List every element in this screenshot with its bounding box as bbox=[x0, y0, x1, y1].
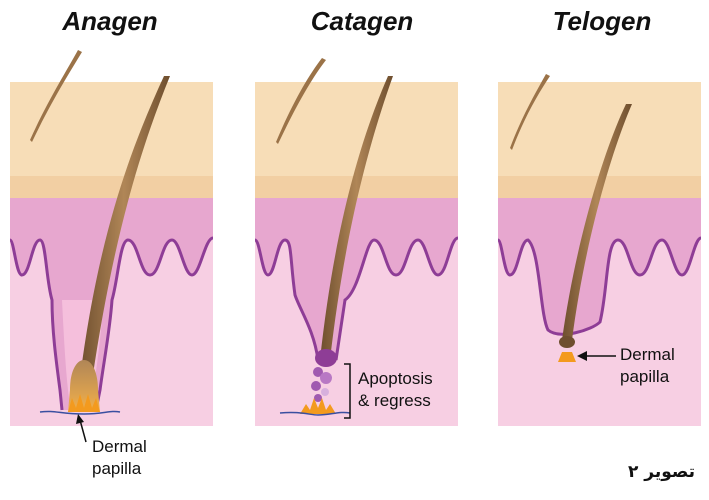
arrow-head-icon bbox=[577, 351, 587, 361]
dermal-papilla bbox=[300, 398, 336, 414]
stage-title-telogen: Telogen bbox=[552, 6, 652, 36]
surface-hair bbox=[276, 58, 326, 144]
dermal-papilla bbox=[558, 352, 576, 362]
label-line: & regress bbox=[358, 391, 431, 410]
club-hair-bulb bbox=[559, 336, 575, 348]
arrow-head-icon bbox=[76, 414, 84, 424]
follicle-outline bbox=[8, 236, 214, 411]
dermis-top-layer bbox=[498, 198, 701, 335]
telogen-papilla-label: Dermal papilla bbox=[620, 344, 675, 388]
hair-bulb bbox=[68, 360, 100, 412]
label-line: Apoptosis bbox=[358, 369, 433, 388]
stage-title-anagen: Anagen bbox=[62, 6, 158, 36]
panel-anagen bbox=[8, 50, 214, 443]
club-bulb bbox=[315, 349, 337, 367]
epidermis-band bbox=[10, 176, 213, 198]
label-line: papilla bbox=[92, 459, 142, 478]
blood-vessel bbox=[279, 411, 351, 416]
panel-telogen bbox=[496, 74, 702, 426]
apoptotic-column bbox=[311, 367, 332, 402]
regress-bracket bbox=[344, 363, 351, 419]
hair-shaft bbox=[562, 104, 632, 340]
surface-hair bbox=[510, 74, 550, 150]
surface-hair bbox=[30, 50, 82, 142]
papilla-arrow bbox=[79, 419, 87, 443]
catagen-regress-label: Apoptosis & regress bbox=[358, 368, 433, 412]
label-line: papilla bbox=[620, 367, 670, 386]
hair-shaft bbox=[78, 76, 170, 395]
panel-catagen bbox=[253, 58, 459, 426]
blood-vessel bbox=[39, 410, 121, 415]
hair-shaft bbox=[320, 76, 393, 360]
follicle-outline bbox=[253, 236, 459, 361]
label-line: Dermal bbox=[92, 437, 147, 456]
figure-caption: تصویر ۲ bbox=[627, 462, 695, 482]
dermal-papilla bbox=[68, 394, 100, 412]
stage-title-catagen: Catagen bbox=[310, 6, 414, 36]
anagen-papilla-label: Dermal papilla bbox=[92, 436, 147, 480]
follicle-outline bbox=[496, 236, 702, 336]
label-line: Dermal bbox=[620, 345, 675, 364]
